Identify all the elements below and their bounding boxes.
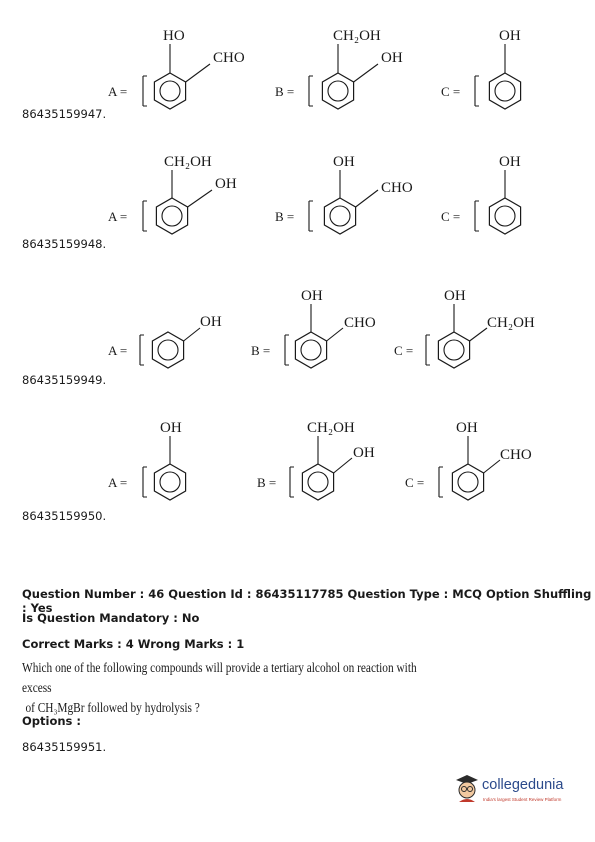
substituent-b2: OH [353,445,375,461]
substituent-c1: OH [456,420,478,436]
substituent-b2: OH [381,50,403,66]
benzene-ring [294,331,328,369]
substituent-b1: CH₂OH [307,420,355,436]
benzene-ring [323,197,357,235]
substituent-b1: OH [301,288,323,304]
benzene-ring [488,197,522,235]
benzene-ring [151,331,185,369]
option-id: 86435159947. [22,107,107,121]
benzene-ring [155,197,189,235]
substituent-a1: HO [163,28,185,44]
option-id: 86435159950. [22,509,107,523]
label-b: B = [275,84,294,99]
benzene-ring [321,72,355,110]
mascot-icon [456,775,478,802]
substituent-c2: CHO [500,447,532,463]
options-label: Options : [22,714,81,728]
substituent-c1: OH [499,154,521,170]
label-c: C = [394,343,413,358]
label-c: C = [441,84,460,99]
benzene-ring [451,463,485,501]
substituent-c1: OH [444,288,466,304]
option-structures-2: A = CH₂OH OH B = OH CHO C = OH [108,154,522,235]
substituent-b2: CHO [381,180,413,196]
substituent-b2: CHO [344,315,376,331]
benzene-ring [437,331,471,369]
question-text-line2: of CH₃MgBr followed by hydrolysis ? [25,700,200,715]
label-a: A = [108,475,127,490]
benzene-ring [153,72,187,110]
option-id: 86435159951. [22,740,107,754]
question-header: Question Number : 46 Question Id : 86435… [22,587,592,615]
question-mandatory: Is Question Mandatory : No [22,611,200,625]
label-a: A = [108,84,127,99]
option-structures-4: A = OH B = CH₂OH OH C = OH CHO [108,420,532,501]
substituent-c1: OH [499,28,521,44]
label-b: B = [251,343,270,358]
option-id: 86435159948. [22,237,107,251]
substituent-c2: CH₂OH [487,315,535,331]
substituent-b1: OH [333,154,355,170]
option-structures-3: A = OH B = OH CHO C = OH CH₂OH [108,288,535,369]
substituent-a2: CHO [213,50,245,66]
label-c: C = [441,209,460,224]
question-text: Which one of the following compounds wil… [22,658,426,718]
substituent-a1: OH [160,420,182,436]
benzene-ring [153,463,187,501]
label-a: A = [108,209,127,224]
benzene-ring [488,72,522,110]
substituent-a1: CH₂OH [164,154,212,170]
logo-name: collegedunia [482,777,564,793]
label-b: B = [257,475,276,490]
label-a: A = [108,343,127,358]
label-c: C = [405,475,424,490]
substituent-b1: CH₂OH [333,28,381,44]
benzene-ring [301,463,335,501]
question-marks: Correct Marks : 4 Wrong Marks : 1 [22,637,245,651]
question-text-line1: Which one of the following compounds wil… [22,660,417,695]
substituent-a2: OH [215,176,237,192]
substituent-a1: OH [200,314,222,330]
collegedunia-logo: collegedunia India's largest Student Rev… [452,772,577,808]
option-id: 86435159949. [22,373,107,387]
option-structures-1: A = HO CHO B = CH₂OH OH C = OH [108,28,522,110]
logo-tagline: India's largest Student Review Platform [483,797,562,802]
label-b: B = [275,209,294,224]
